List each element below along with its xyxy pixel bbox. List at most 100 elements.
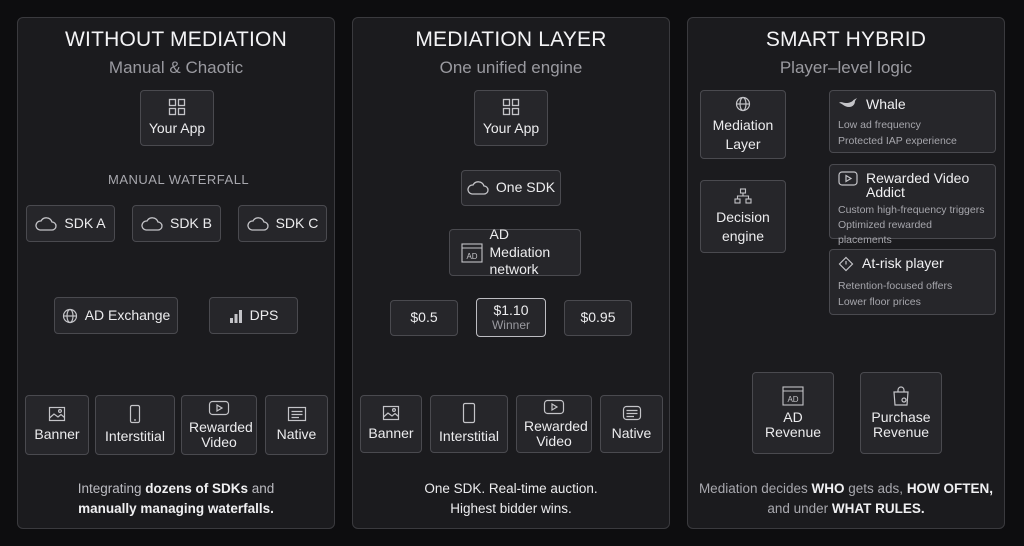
node-label: Purchase Revenue: [871, 408, 931, 440]
panel-title: WITHOUT MEDIATION: [65, 28, 287, 51]
caption-emphasis: WHO: [811, 481, 845, 496]
play-icon: [208, 400, 230, 416]
persona-detail-line: Retention-focused offers: [838, 280, 953, 293]
node-label: Rewarded Video: [524, 418, 588, 449]
caption-emphasis: HOW OFTEN,: [906, 481, 994, 496]
sdk-b-node: SDK B: [132, 205, 221, 242]
grid-icon: [502, 98, 520, 116]
node-label: Interstitial: [105, 428, 165, 445]
persona-details: Low ad frequency Protected IAP experienc…: [838, 118, 987, 148]
winner-label: Winner: [491, 317, 530, 332]
persona-details: Custom high-frequency triggers Optimized…: [838, 203, 987, 249]
node-label: Mediation Layer: [712, 117, 774, 152]
node-label: SDK B: [169, 214, 212, 231]
svg-text:AD: AD: [466, 252, 477, 261]
node-label: SDK C: [275, 214, 319, 231]
diamond-icon: [838, 256, 854, 275]
persona-name: Rewarded Video Addict: [866, 170, 970, 200]
globe-icon: [62, 308, 78, 324]
bid-value: $0.95: [580, 309, 616, 326]
node-label: Your App: [148, 120, 206, 137]
ad-icon: AD: [782, 386, 804, 406]
manual-waterfall-label: MANUAL WATERFALL: [105, 172, 253, 187]
caption-emphasis: manually managing waterfalls.: [78, 500, 274, 516]
node-label: AD Mediation network: [489, 226, 551, 278]
persona-detail-line: Lower floor prices: [838, 295, 921, 308]
article-icon: [622, 405, 642, 421]
image-icon: [382, 405, 400, 421]
persona-detail-line: Custom high-frequency triggers: [838, 204, 985, 216]
panel-title: MEDIATION LAYER: [415, 28, 607, 51]
sdk-c-node: SDK C: [238, 205, 327, 242]
play-icon: [838, 171, 858, 189]
mediation-layer-node: Mediation Layer: [700, 90, 786, 159]
your-app-node: Your App: [140, 90, 214, 146]
decision-engine-node: Decision engine: [700, 180, 786, 253]
node-label: AD Exchange: [84, 306, 171, 323]
persona-whale-card: Whale Low ad frequency Protected IAP exp…: [829, 90, 996, 153]
phone-icon: [462, 402, 476, 424]
panel-subtitle: One unified engine: [439, 58, 583, 77]
persona-header: Whale: [838, 96, 987, 114]
bar-chart-icon: [229, 309, 243, 323]
format-native-node: Native: [265, 395, 328, 455]
shopping-bag-icon: [892, 386, 910, 406]
ad-exchange-node: AD Exchange: [54, 297, 178, 334]
node-label: AD Revenue: [764, 408, 822, 440]
winning-bid-node: $1.10 Winner: [476, 298, 546, 337]
whale-icon: [838, 97, 858, 114]
panel-subtitle: Player–level logic: [779, 58, 913, 77]
bid-node: $0.5: [390, 300, 458, 336]
node-label: Decision engine: [716, 209, 770, 244]
node-label: Interstitial: [439, 428, 499, 445]
hierarchy-icon: [734, 188, 752, 204]
format-native-node: Native: [600, 395, 663, 453]
one-sdk-node: One SDK: [461, 170, 561, 206]
image-icon: [48, 406, 66, 422]
ad-mediation-network-node: AD AD Mediation network: [449, 226, 581, 278]
format-interstitial-node: Interstitial: [95, 395, 175, 455]
caption-text: and under: [767, 500, 832, 516]
persona-name: At-risk player: [862, 255, 944, 271]
sdk-a-node: SDK A: [26, 205, 115, 242]
cloud-icon: [35, 216, 58, 231]
caption-emphasis: dozens of SDKs: [145, 481, 249, 496]
caption-text: gets ads,: [844, 481, 907, 496]
node-label: Rewarded Video: [189, 419, 253, 450]
caption-text: Highest bidder wins.: [450, 500, 572, 516]
caption-emphasis: WHAT RULES.: [831, 500, 925, 516]
persona-details: Retention-focused offers Lower floor pri…: [838, 279, 987, 309]
persona-at-risk-card: At-risk player Retention-focused offers …: [829, 249, 996, 315]
caption-text: and: [248, 481, 275, 496]
format-rewarded-video-node: Rewarded Video: [516, 395, 592, 453]
node-label: One SDK: [495, 179, 556, 196]
bid-value: $0.5: [410, 309, 438, 326]
node-label: Native: [276, 426, 317, 443]
your-app-node: Your App: [474, 90, 548, 146]
persona-header: At-risk player: [838, 255, 987, 275]
left-caption: Integrating dozens of SDKs and manually …: [17, 479, 335, 518]
caption-text: Integrating: [77, 481, 146, 496]
bid-node: $0.95: [564, 300, 632, 336]
phone-icon: [129, 404, 141, 424]
caption-text: One SDK. Real-time auction.: [424, 481, 598, 496]
panel-subtitle: Manual & Chaotic: [108, 58, 244, 77]
svg-text:AD: AD: [787, 395, 798, 404]
node-label: Native: [611, 425, 652, 442]
grid-icon: [168, 98, 186, 116]
cloud-icon: [246, 216, 269, 231]
cloud-icon: [467, 181, 489, 195]
purchase-revenue-node: Purchase Revenue: [860, 372, 942, 454]
node-label: SDK A: [64, 214, 106, 231]
node-label: Your App: [482, 120, 540, 137]
play-icon: [543, 399, 565, 415]
persona-name: Whale: [866, 96, 906, 112]
format-interstitial-node: Interstitial: [430, 395, 508, 453]
right-caption: Mediation decides WHO gets ads, HOW OFTE…: [687, 479, 1005, 518]
persona-detail-line: Protected IAP experience: [838, 134, 957, 147]
caption-text: Mediation decides: [698, 481, 812, 496]
node-label: Banner: [34, 426, 80, 443]
persona-header: Rewarded Video Addict: [838, 171, 987, 199]
globe-icon: [735, 96, 751, 112]
